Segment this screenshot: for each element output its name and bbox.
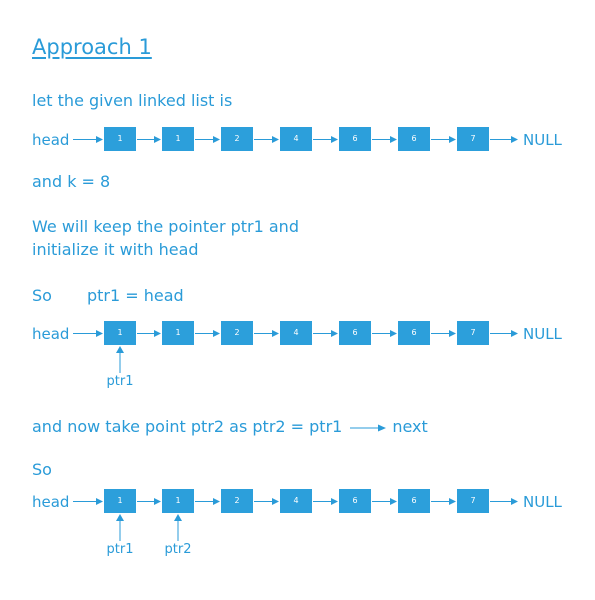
ptr1-label: ptr1	[106, 374, 134, 389]
link-arrow	[431, 498, 456, 505]
link-arrow	[195, 498, 220, 505]
ptr1-label: ptr1	[106, 542, 134, 557]
link-arrow	[431, 330, 456, 337]
link-arrow	[372, 498, 397, 505]
null-label: NULL	[523, 325, 562, 343]
list-node: 4	[280, 321, 312, 345]
link-arrow	[254, 330, 279, 337]
head-label: head	[32, 493, 70, 511]
ptr2-pointer: ptr2	[158, 514, 198, 564]
up-arrow-icon	[116, 514, 124, 541]
list-node: 6	[339, 489, 371, 513]
so-label: So	[32, 286, 52, 305]
link-arrow	[73, 136, 103, 143]
up-arrow-icon	[174, 514, 182, 541]
head-label: head	[32, 131, 70, 149]
list-node: 6	[398, 127, 430, 151]
link-arrow	[254, 498, 279, 505]
null-label: NULL	[523, 493, 562, 511]
list-node: 2	[221, 489, 253, 513]
link-arrow	[73, 330, 103, 337]
list-arrows	[73, 498, 518, 505]
linked-list-diagram-3: head 1 1 2 4 6 6 7 NULL	[0, 489, 595, 515]
right-arrow-icon	[350, 424, 387, 431]
list-node: 2	[221, 127, 253, 151]
assignment-text: ptr1 = head	[87, 286, 184, 305]
link-arrow	[372, 136, 397, 143]
list-node: 7	[457, 489, 489, 513]
link-arrow	[313, 498, 338, 505]
list-node: 1	[162, 321, 194, 345]
intro-text: let the given linked list is	[32, 91, 233, 110]
page-title: Approach 1	[32, 35, 152, 59]
link-arrow	[73, 498, 103, 505]
link-arrow	[313, 136, 338, 143]
link-arrow	[254, 136, 279, 143]
list-node: 7	[457, 127, 489, 151]
link-arrow	[372, 330, 397, 337]
list-node: 1	[104, 321, 136, 345]
pointer-text-line1: We will keep the pointer ptr1 and	[32, 217, 299, 236]
ptr1-pointer: ptr1	[100, 514, 140, 564]
link-arrow	[490, 498, 518, 505]
link-arrow	[137, 136, 161, 143]
head-label: head	[32, 325, 70, 343]
list-node: 1	[104, 489, 136, 513]
ptr2-label: ptr2	[164, 542, 192, 557]
list-node: 1	[162, 489, 194, 513]
list-node: 4	[280, 127, 312, 151]
list-arrows	[73, 330, 518, 337]
list-node: 2	[221, 321, 253, 345]
list-node: 6	[398, 321, 430, 345]
up-arrow-icon	[116, 346, 124, 373]
link-arrow	[195, 330, 220, 337]
ptr2-text: and now take point ptr2 as ptr2 = ptr1 ne…	[32, 417, 428, 437]
list-node: 1	[104, 127, 136, 151]
so-label-2: So	[32, 460, 52, 479]
list-node: 7	[457, 321, 489, 345]
link-arrow	[195, 136, 220, 143]
link-arrow	[313, 330, 338, 337]
ptr1-pointer: ptr1	[100, 346, 140, 396]
link-arrow	[490, 330, 518, 337]
list-node: 6	[339, 321, 371, 345]
list-node: 1	[162, 127, 194, 151]
link-arrow	[137, 498, 161, 505]
link-arrow	[137, 330, 161, 337]
pointer-text-line2: initialize it with head	[32, 240, 199, 259]
list-node: 4	[280, 489, 312, 513]
linked-list-diagram-1: head 1 1 2 4 6 6 7 NULL	[0, 127, 595, 153]
list-node: 6	[398, 489, 430, 513]
list-node: 6	[339, 127, 371, 151]
null-label: NULL	[523, 131, 562, 149]
ptr2-text-part2: next	[392, 417, 428, 436]
link-arrow	[490, 136, 518, 143]
list-arrows	[73, 136, 518, 143]
link-arrow	[431, 136, 456, 143]
k-value-text: and k = 8	[32, 172, 111, 191]
ptr2-text-part1: and now take point ptr2 as ptr2 = ptr1	[32, 417, 343, 436]
linked-list-diagram-2: head 1 1 2 4 6 6 7 NULL	[0, 321, 595, 347]
